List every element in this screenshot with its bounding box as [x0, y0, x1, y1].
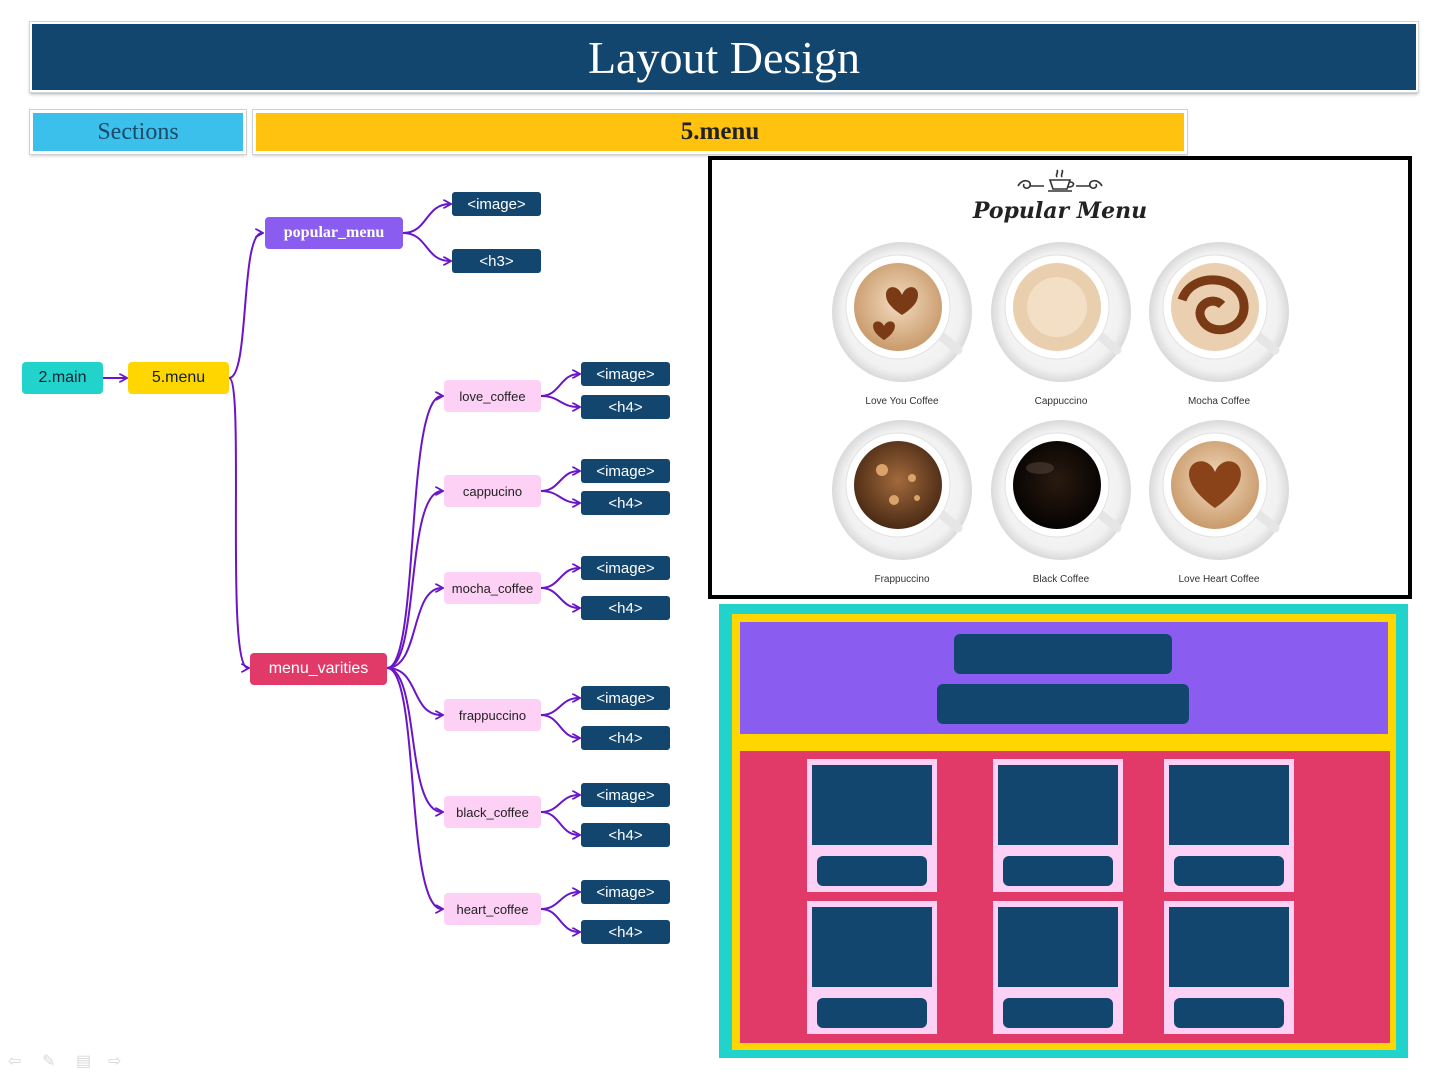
node-tag-h4: <h4> — [581, 491, 670, 515]
node-tag-image: <image> — [581, 362, 670, 386]
node-tag-image: <image> — [581, 880, 670, 904]
pen-icon[interactable]: ✎ — [42, 1053, 56, 1070]
node-item-heart-coffee: heart_coffee — [444, 893, 541, 925]
wireframe-image-block — [954, 634, 1172, 674]
node-tag-image: <image> — [581, 686, 670, 710]
wireframe-card — [807, 901, 937, 1034]
arrow-right-icon[interactable]: ⇨ — [108, 1053, 122, 1070]
node-item-frappuccino: frappuccino — [444, 699, 541, 731]
arrow-left-icon[interactable]: ⇦ — [8, 1053, 22, 1070]
node-item-cappucino: cappucino — [444, 475, 541, 507]
popular-menu-preview: Popular Menu — [708, 156, 1412, 599]
cup-love-heart-coffee — [1149, 420, 1289, 560]
wireframe-card — [807, 759, 937, 892]
preview-item-label: Love You Coffee — [865, 396, 939, 407]
preview-heading: Popular Menu — [972, 198, 1148, 224]
preview-item-label: Mocha Coffee — [1187, 396, 1251, 407]
sections-label: Sections — [29, 109, 247, 155]
cup-frappuccino — [832, 420, 972, 560]
node-tag-h4: <h4> — [581, 726, 670, 750]
node-tag-h4: <h4> — [581, 920, 670, 944]
wireframe-menu-varities — [740, 751, 1390, 1043]
slide-title: Layout Design — [29, 21, 1419, 93]
preview-item-label: Black Coffee — [1032, 574, 1090, 585]
node-tag-image: <image> — [452, 192, 541, 216]
wireframe-card — [1164, 759, 1294, 892]
node-tag-h4: <h4> — [581, 395, 670, 419]
preview-item-label: Frappuccino — [874, 574, 930, 585]
preview-item-label: Love Heart Coffee — [1178, 574, 1260, 585]
wireframe-card — [993, 901, 1123, 1034]
coffee-cups — [832, 242, 1289, 560]
wireframe-card — [1164, 901, 1294, 1034]
node-tag-image: <image> — [581, 783, 670, 807]
coffee-cup-ornament-icon — [1017, 169, 1103, 192]
section-name: 5.menu — [252, 109, 1188, 155]
node-item-black-coffee: black_coffee — [444, 796, 541, 828]
node-tag-image: <image> — [581, 556, 670, 580]
node-main: 2.main — [22, 362, 103, 394]
node-tag-image: <image> — [581, 459, 670, 483]
wireframe-popular-menu — [740, 622, 1388, 734]
node-popular-menu: popular_menu — [265, 217, 403, 249]
wireframe-heading-block — [937, 684, 1189, 724]
preview-item-label: Cappuccino — [1034, 396, 1088, 407]
node-item-love-coffee: love_coffee — [444, 380, 541, 412]
node-tag-h3: <h3> — [452, 249, 541, 273]
menu-icon[interactable]: ▤ — [76, 1053, 92, 1070]
node-tag-h4: <h4> — [581, 596, 670, 620]
cup-mocha-coffee — [1149, 242, 1289, 382]
node-menu: 5.menu — [128, 362, 229, 394]
cup-cappuccino — [991, 242, 1131, 382]
node-tag-h4: <h4> — [581, 823, 670, 847]
cup-love-you-coffee — [832, 242, 972, 382]
node-menu-varities: menu_varities — [250, 653, 387, 685]
node-item-mocha-coffee: mocha_coffee — [444, 572, 541, 604]
wireframe-card — [993, 759, 1123, 892]
cup-black-coffee — [991, 420, 1131, 560]
